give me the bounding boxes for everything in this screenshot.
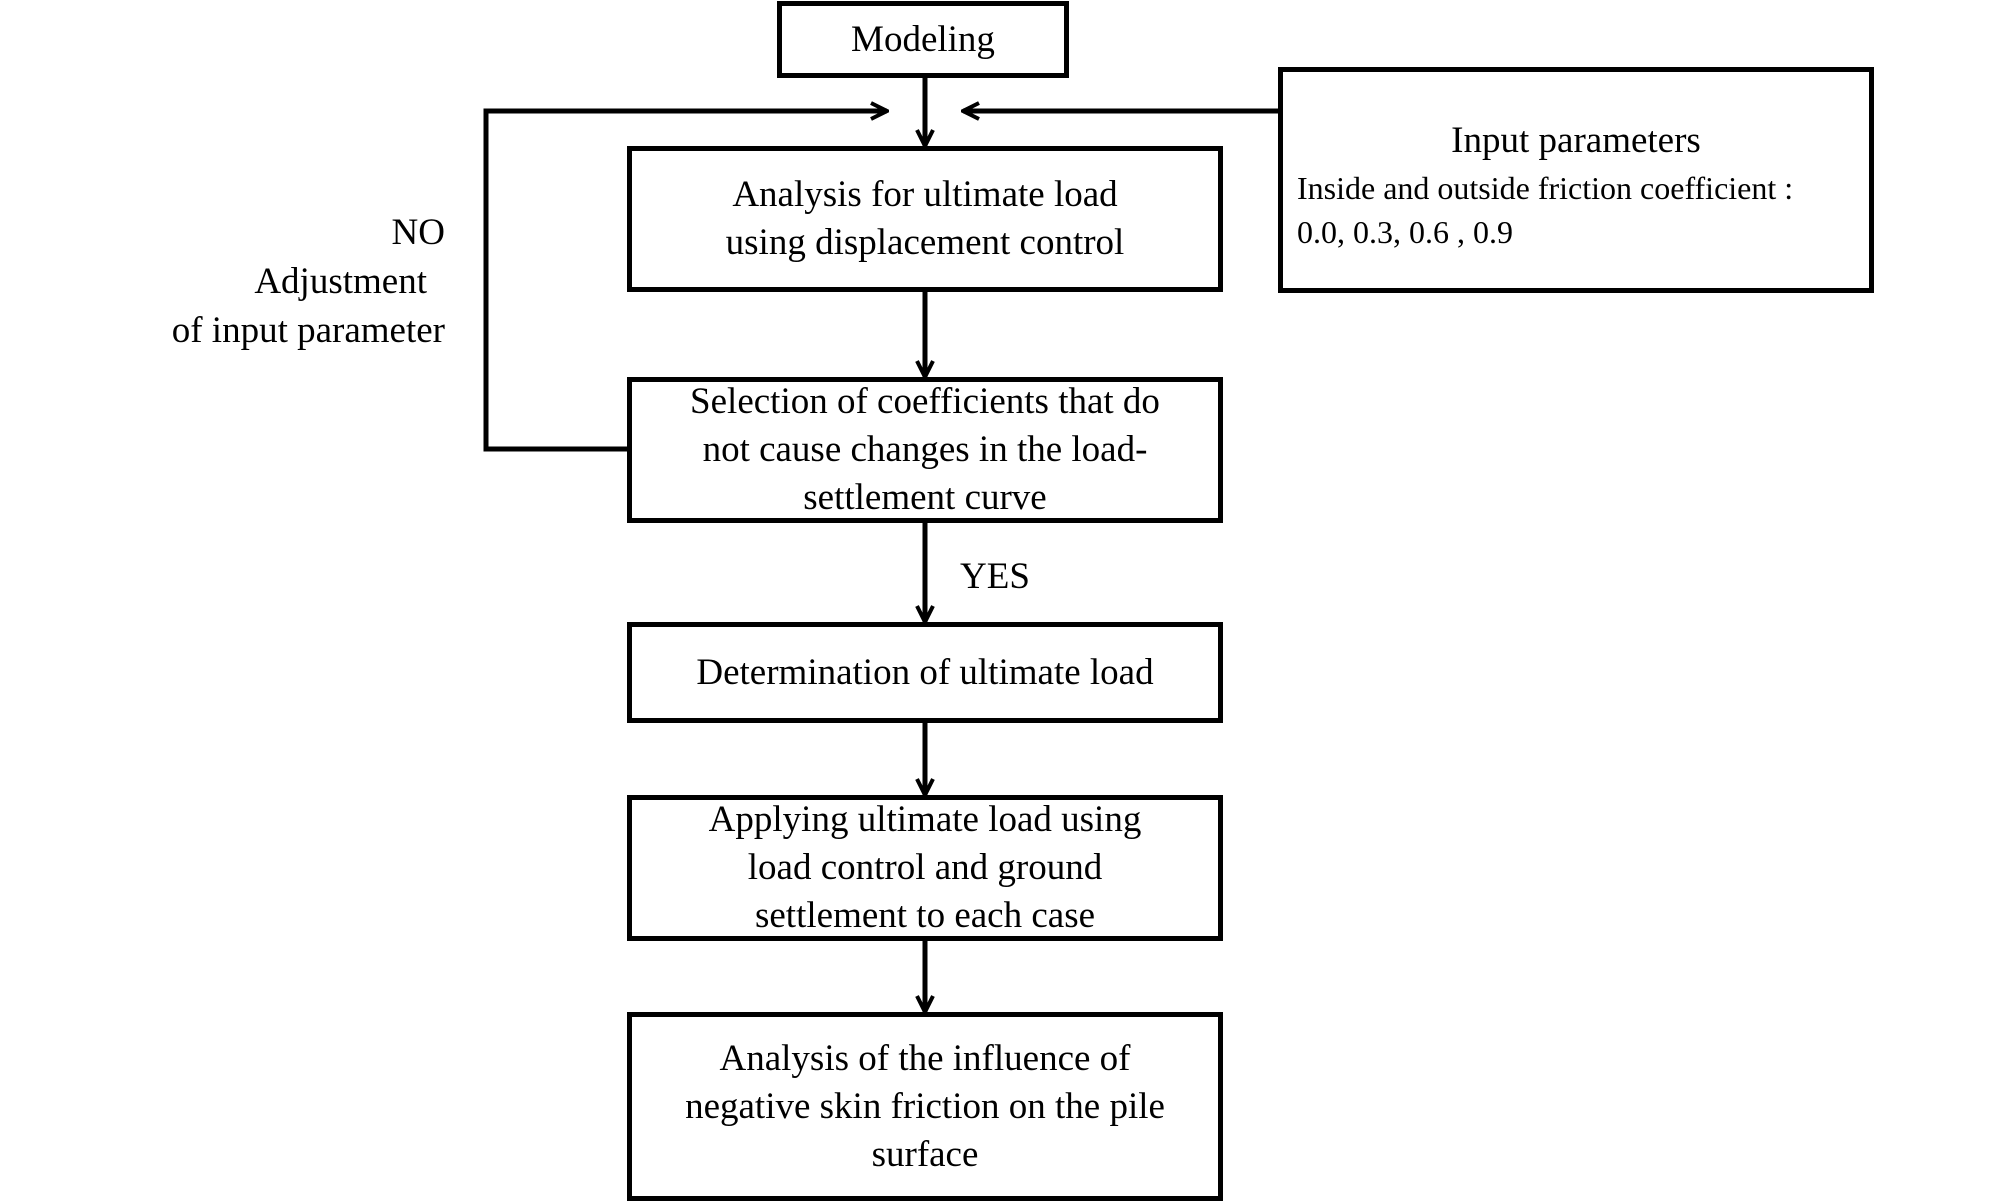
- feedback-loop-label: NO Adjustment of input parameter: [172, 208, 445, 355]
- loop-label-adjustment: Adjustment: [254, 261, 427, 302]
- step-applying-ultimate-load-box: Applying ultimate load using load contro…: [627, 795, 1223, 941]
- input-parameters-detail: 0.0, 0.3, 0.6 , 0.9: [1297, 214, 1513, 250]
- step-analysis-negative-skin-friction-box: Analysis of the influence of negative sk…: [627, 1012, 1223, 1201]
- step-line: settlement to each case: [754, 895, 1096, 936]
- step-line: Modeling: [851, 18, 995, 60]
- input-parameters-box: Input parameters Inside and outside fric…: [1278, 67, 1874, 293]
- step-determination-ultimate-load-box: Determination of ultimate load: [627, 622, 1223, 723]
- step-line: surface: [871, 1133, 979, 1175]
- step-line: load control and ground: [747, 847, 1103, 888]
- step-line: negative skin friction on the pile: [685, 1085, 1165, 1127]
- loop-label-no: NO: [391, 212, 445, 253]
- input-parameters-heading: Input parameters: [1451, 120, 1701, 161]
- input-parameters-detail: Inside and outside friction coefficient …: [1297, 170, 1794, 206]
- yes-label: YES: [960, 556, 1030, 597]
- step-line: using displacement control: [725, 222, 1125, 263]
- loop-label-input-parameter: of input parameter: [171, 310, 445, 351]
- step-selection-coefficients-box: Selection of coefficients that do not ca…: [627, 377, 1223, 523]
- step-line: Determination of ultimate load: [696, 651, 1154, 693]
- step-line: Analysis of the influence of: [719, 1037, 1131, 1079]
- feedback-loop-line: [483, 111, 887, 452]
- step-analysis-ultimate-load-box: Analysis for ultimate load using displac…: [627, 146, 1223, 292]
- step-line: settlement curve: [803, 477, 1047, 518]
- step-line: Applying ultimate load using: [708, 799, 1142, 840]
- step-modeling-box: Modeling: [777, 1, 1069, 78]
- step-line: Analysis for ultimate load: [732, 174, 1118, 215]
- step-line: not cause changes in the load-: [702, 429, 1148, 470]
- step-line: Selection of coefficients that do: [690, 381, 1160, 422]
